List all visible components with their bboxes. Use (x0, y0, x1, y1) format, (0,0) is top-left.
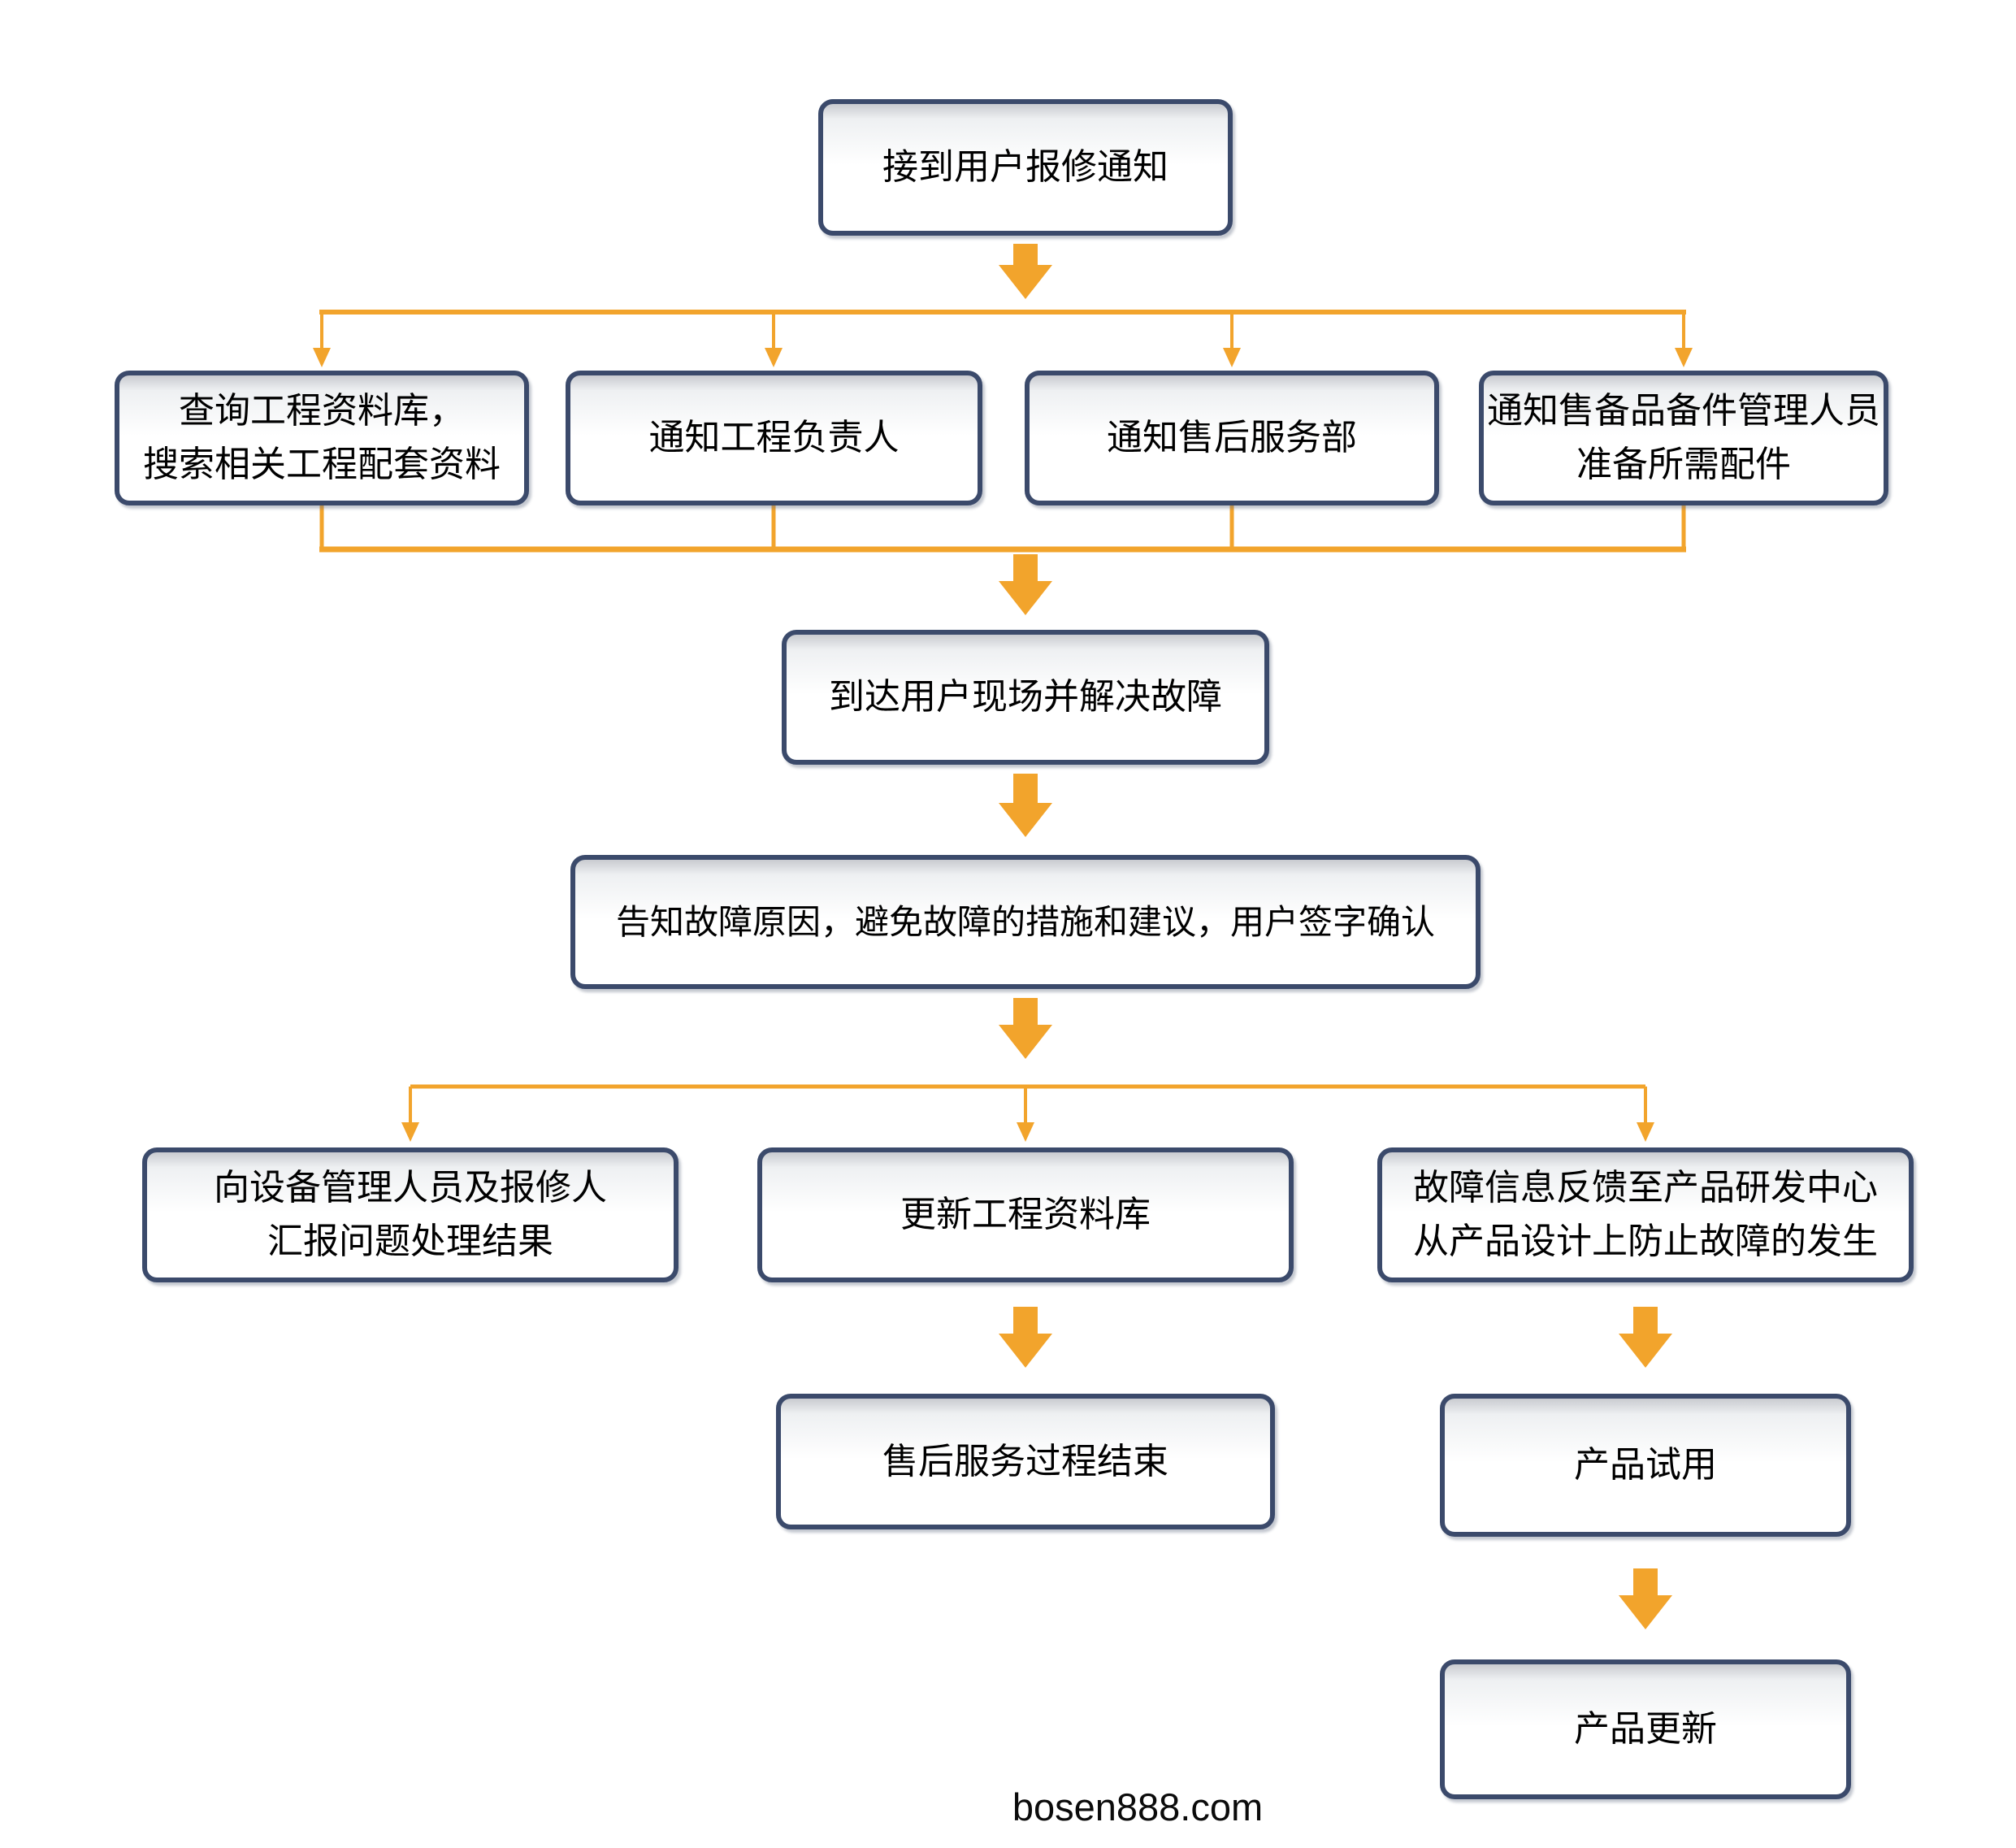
split-arrow-to-update-db (1017, 1087, 1034, 1142)
watermark-text: bosen888.com (1012, 1785, 1264, 1828)
fat-arrow-receive-to-split (999, 244, 1052, 299)
flow-node-report-result: 向设备管理人员及报修人 汇报问题处理结果 (142, 1147, 679, 1282)
split-arrow-to-report-result (401, 1087, 419, 1142)
fat-arrow-to-service-end (999, 1307, 1052, 1368)
flow-node-receive-notice: 接到用户报修通知 (818, 99, 1233, 236)
flow-node-feedback-rd-center: 故障信息反馈至产品研发中心 从产品设计上防止故障的发生 (1377, 1147, 1914, 1282)
flow-node-notify-aftersales-dept: 通知售后服务部 (1025, 371, 1439, 505)
flow-node-notify-engineer: 通知工程负责人 (566, 371, 982, 505)
split-arrow-to-notify-aftersales (1223, 312, 1241, 367)
split-arrow-to-notify-spareparts (1675, 312, 1693, 367)
flow-node-product-update: 产品更新 (1440, 1659, 1851, 1799)
flow-node-arrive-site-fix: 到达用户现场并解决故障 (782, 630, 1269, 765)
fat-arrow-to-product-update (1619, 1568, 1672, 1629)
flow-node-product-trial: 产品试用 (1440, 1394, 1851, 1537)
flow-node-update-database: 更新工程资料库 (757, 1147, 1294, 1282)
flow-node-notify-spareparts-manager: 通知售备品备件管理人员 准备所需配件 (1479, 371, 1888, 505)
fat-arrow-to-arrive-site (999, 554, 1052, 615)
split-arrow-to-feedback-rd (1637, 1087, 1654, 1142)
fat-arrow-to-inform-cause (999, 774, 1052, 837)
flow-node-inform-cause-sign: 告知故障原因，避免故障的措施和建议，用户签字确认 (570, 855, 1481, 989)
split-arrow-to-query-db (313, 312, 331, 367)
fat-arrow-to-product-trial (1619, 1307, 1672, 1368)
flow-node-service-end: 售后服务过程结束 (776, 1394, 1275, 1529)
fat-arrow-to-bottom-split (999, 998, 1052, 1059)
split-arrow-to-notify-engineer (765, 312, 783, 367)
flow-node-query-database: 查询工程资料库， 搜索相关工程配套资料 (115, 371, 529, 505)
